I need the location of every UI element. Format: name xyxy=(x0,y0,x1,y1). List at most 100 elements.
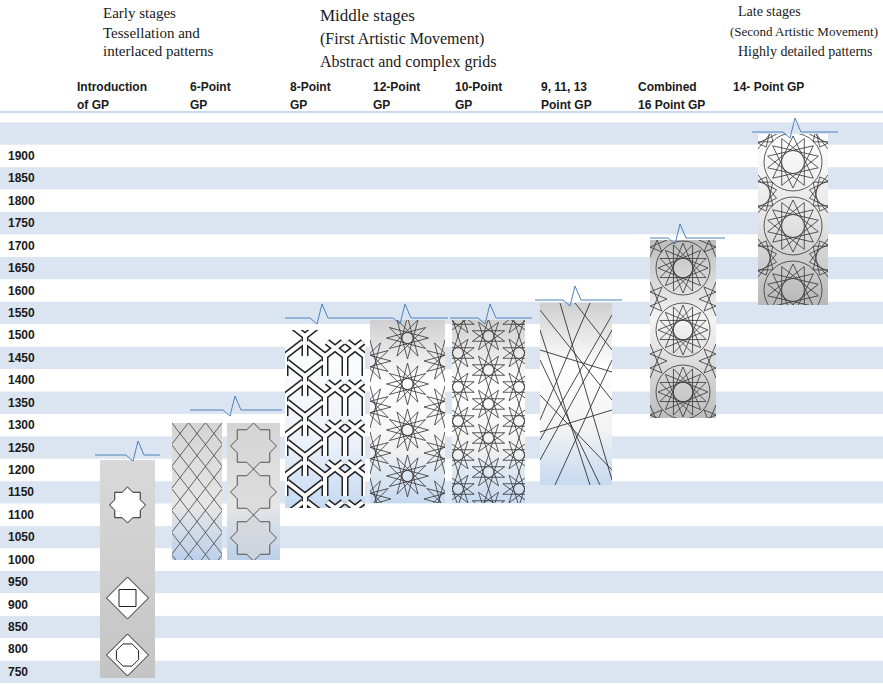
free-line xyxy=(575,303,612,350)
year-label: 800 xyxy=(8,641,28,657)
interlace-band xyxy=(347,462,365,496)
year-label: 1200 xyxy=(8,462,35,478)
diamond-shape xyxy=(107,577,149,619)
year-label: 1700 xyxy=(8,238,35,254)
pattern-sixB xyxy=(231,423,277,560)
eight-point-star xyxy=(231,469,277,515)
year-band xyxy=(0,257,883,279)
interlace-band xyxy=(347,382,365,416)
range-marker xyxy=(190,396,282,416)
star-rosette xyxy=(503,472,525,503)
year-band xyxy=(0,279,883,301)
year-label: 1500 xyxy=(8,327,35,343)
lattice-line xyxy=(172,533,222,560)
star-rosette xyxy=(370,386,391,428)
range-marker xyxy=(285,304,370,324)
stage-subheading: (First Artistic Movement) xyxy=(320,29,484,48)
star-rosette xyxy=(503,370,525,404)
interlace-band xyxy=(347,462,365,496)
stage-subheading: Tessellation and interlaced patterns xyxy=(103,24,243,60)
free-line xyxy=(540,410,612,432)
rosette-ring xyxy=(764,197,822,255)
rosette-ring xyxy=(764,134,822,191)
inner-square xyxy=(119,590,136,607)
star-rosette xyxy=(387,409,429,451)
interlace-band xyxy=(327,462,363,496)
lattice-line xyxy=(172,511,222,560)
star-rosette xyxy=(424,478,445,503)
rosette-ring xyxy=(656,241,710,295)
lattice-line xyxy=(172,423,222,488)
star-rosette xyxy=(370,432,391,474)
column-heading: 12-Point GP xyxy=(373,78,433,114)
year-band xyxy=(0,235,883,257)
star-rosette xyxy=(387,363,429,405)
star-rosette xyxy=(452,438,474,472)
pattern-sixteen xyxy=(650,240,716,418)
star-rosette xyxy=(370,340,391,382)
year-label: 1550 xyxy=(8,305,35,321)
stage-subheading: Abstract and complex grids xyxy=(320,52,496,71)
star-rosette xyxy=(452,404,474,438)
star-rosette xyxy=(424,432,445,474)
range-markers xyxy=(95,118,838,461)
interlace-band xyxy=(327,502,363,508)
lattice-line xyxy=(172,489,222,554)
eight-point-star xyxy=(231,423,277,469)
lattice-line xyxy=(172,511,222,560)
lattice-line xyxy=(172,423,222,466)
star-rosette xyxy=(809,175,828,213)
year-label: 750 xyxy=(8,664,28,680)
year-label: 1450 xyxy=(8,350,35,366)
interlace-band xyxy=(307,462,343,496)
free-line xyxy=(540,350,612,372)
free-line xyxy=(540,330,590,485)
column-heading: 14- Point GP xyxy=(733,78,804,96)
year-band xyxy=(0,145,883,167)
year-label: 1650 xyxy=(8,260,35,276)
star-rosette xyxy=(387,455,429,497)
range-marker xyxy=(535,286,622,306)
interlace-band xyxy=(327,422,363,456)
diamond-shape xyxy=(107,634,149,676)
star-rosette xyxy=(424,340,445,382)
star-rosette xyxy=(768,264,819,305)
interlace-band xyxy=(347,502,365,508)
lattice-line xyxy=(172,555,222,560)
year-label: 1350 xyxy=(8,395,35,411)
interlace-band xyxy=(287,482,323,508)
interlace-band xyxy=(347,342,365,376)
eight-point-star xyxy=(231,515,277,560)
star-rosette xyxy=(758,175,777,213)
star-rosette xyxy=(503,336,525,370)
star-rosette xyxy=(472,387,504,421)
lattice-line xyxy=(172,533,222,560)
year-label: 1800 xyxy=(8,193,35,209)
interlace-band xyxy=(347,342,365,376)
lattice-line xyxy=(172,423,222,488)
star-rosette xyxy=(503,438,525,472)
year-label: 950 xyxy=(8,574,28,590)
star-rosette xyxy=(758,134,777,149)
pattern-intro xyxy=(107,487,149,676)
rosette-ring xyxy=(656,303,710,357)
star-rosette xyxy=(768,200,819,252)
rosette-ring xyxy=(656,365,710,418)
pattern-nine xyxy=(540,303,612,485)
pattern-bar xyxy=(285,330,365,508)
column-heading: 10-Point GP xyxy=(455,78,515,114)
header-rule xyxy=(0,111,883,112)
rosette-ring xyxy=(764,261,822,305)
stage-heading: Early stages xyxy=(103,4,176,22)
interlace-band xyxy=(285,422,303,456)
free-line xyxy=(540,395,612,470)
lattice-line xyxy=(172,445,222,510)
interlace-band xyxy=(327,422,363,456)
star-rosette xyxy=(472,421,504,455)
pattern-bar xyxy=(100,460,155,678)
star-rosette xyxy=(472,320,504,353)
star-rosette xyxy=(452,370,474,404)
interlace-band xyxy=(285,502,303,508)
